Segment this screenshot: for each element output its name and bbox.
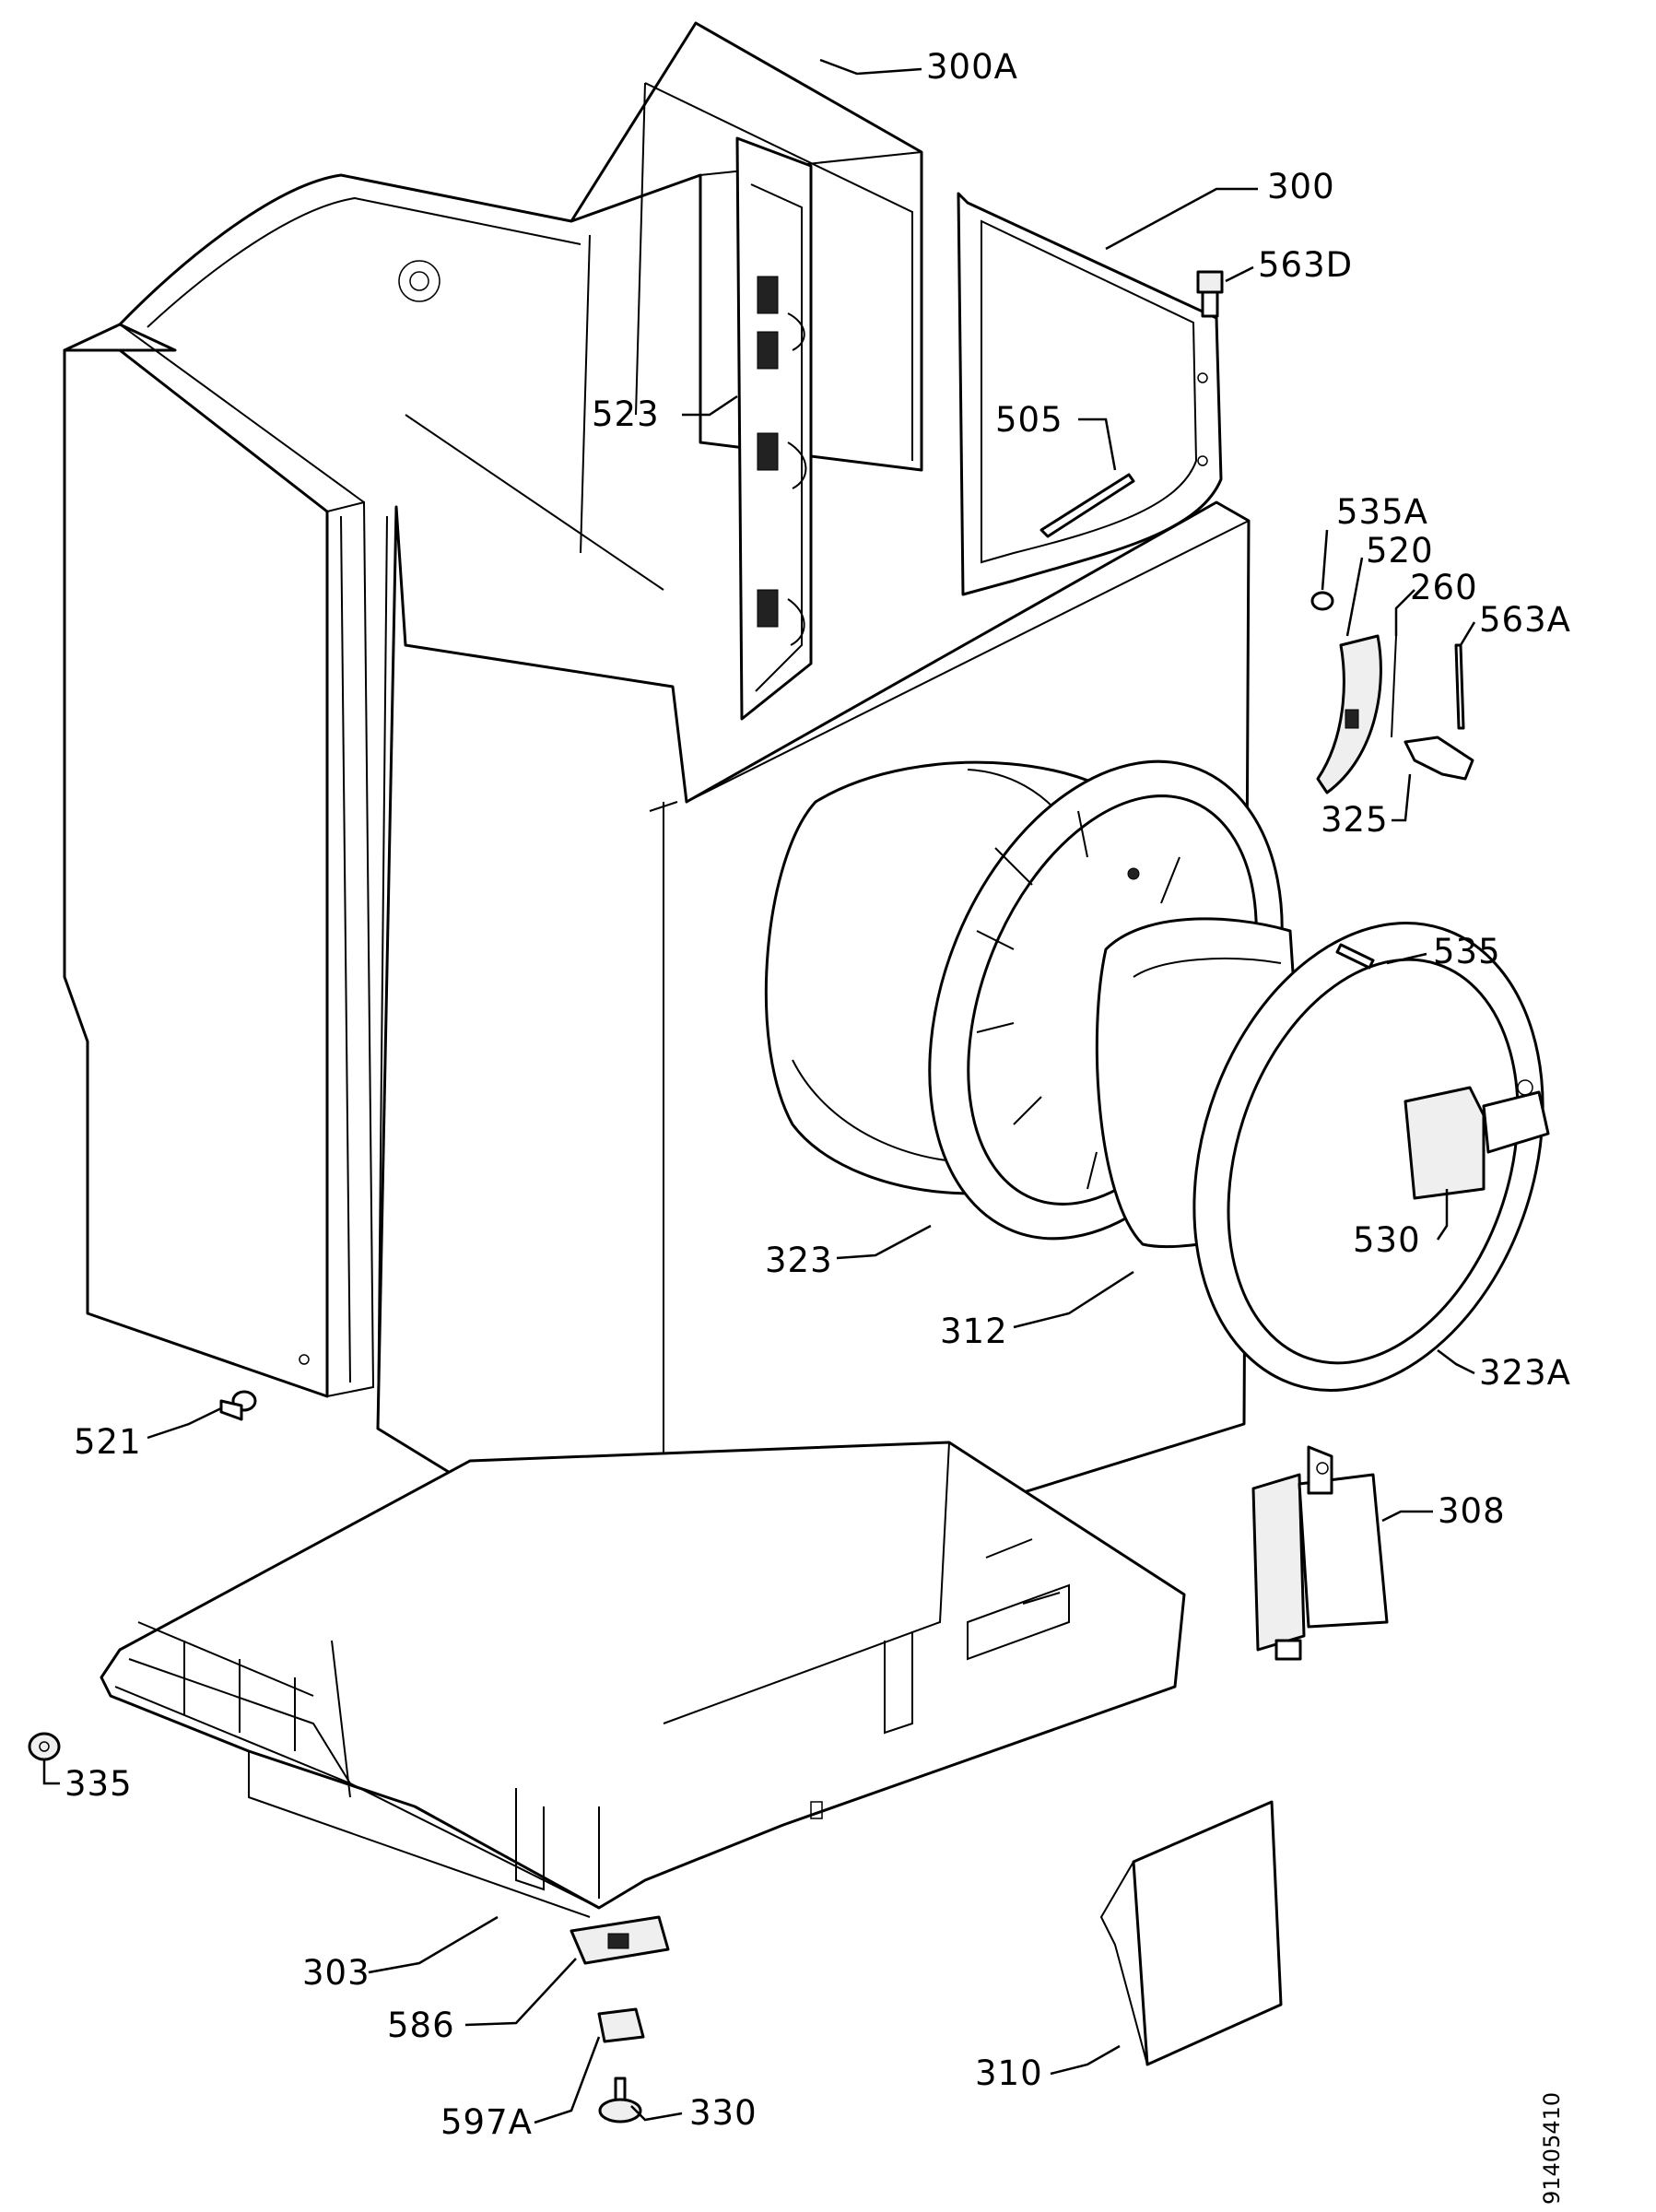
- base-frame-303: [100, 1441, 1186, 1918]
- nut-335: [28, 1732, 61, 1761]
- drum-ring-323: [928, 759, 1310, 1249]
- callout-563a: 563A: [1479, 600, 1571, 640]
- callout-597a: 597A: [440, 2102, 533, 2142]
- callout-300: 300: [1267, 167, 1335, 206]
- callout-303: 303: [302, 1953, 370, 1993]
- callout-530: 530: [1353, 1220, 1421, 1260]
- callout-323a: 323A: [1479, 1353, 1571, 1393]
- foot-bracket-586: [570, 1915, 670, 1965]
- callout-330: 330: [689, 2093, 758, 2133]
- callout-563d: 563D: [1258, 245, 1353, 285]
- callout-520: 520: [1366, 531, 1434, 571]
- screw-521: [219, 1390, 257, 1421]
- right-side-panel-300: [957, 192, 1223, 596]
- callout-325: 325: [1321, 800, 1389, 840]
- clip-563d: [1196, 270, 1224, 318]
- plinth-cover-310: [1099, 1800, 1283, 2066]
- callout-535a: 535A: [1336, 492, 1428, 532]
- callout-505: 505: [995, 400, 1063, 440]
- leader-lines: [42, 58, 1476, 2124]
- callout-labels: 300A 300 563D 523 505 535A 520 260 563A …: [65, 47, 1571, 2142]
- cabinet-top-frame: [118, 21, 923, 591]
- callout-523: 523: [592, 394, 660, 434]
- inner-panel-523: [735, 136, 813, 721]
- callout-310: 310: [975, 2053, 1043, 2093]
- callout-312: 312: [940, 1312, 1008, 1351]
- foot-330: [598, 2077, 642, 2124]
- callout-308: 308: [1438, 1491, 1506, 1531]
- callout-323: 323: [765, 1241, 833, 1280]
- callout-300a: 300A: [926, 47, 1018, 87]
- callout-521: 521: [74, 1422, 142, 1462]
- hinge-308: [1251, 1445, 1389, 1661]
- left-side-panel: [63, 323, 375, 1398]
- document-number: 91405410: [1539, 2092, 1565, 2205]
- callout-335: 335: [65, 1764, 133, 1804]
- callout-535: 535: [1433, 932, 1501, 971]
- callout-586: 586: [387, 2006, 455, 2045]
- nut-597a: [597, 2007, 645, 2043]
- pin-535: [1335, 943, 1375, 970]
- door-323a: [1192, 922, 1550, 1392]
- door-lock-parts: [1310, 591, 1474, 794]
- callout-260: 260: [1410, 568, 1478, 607]
